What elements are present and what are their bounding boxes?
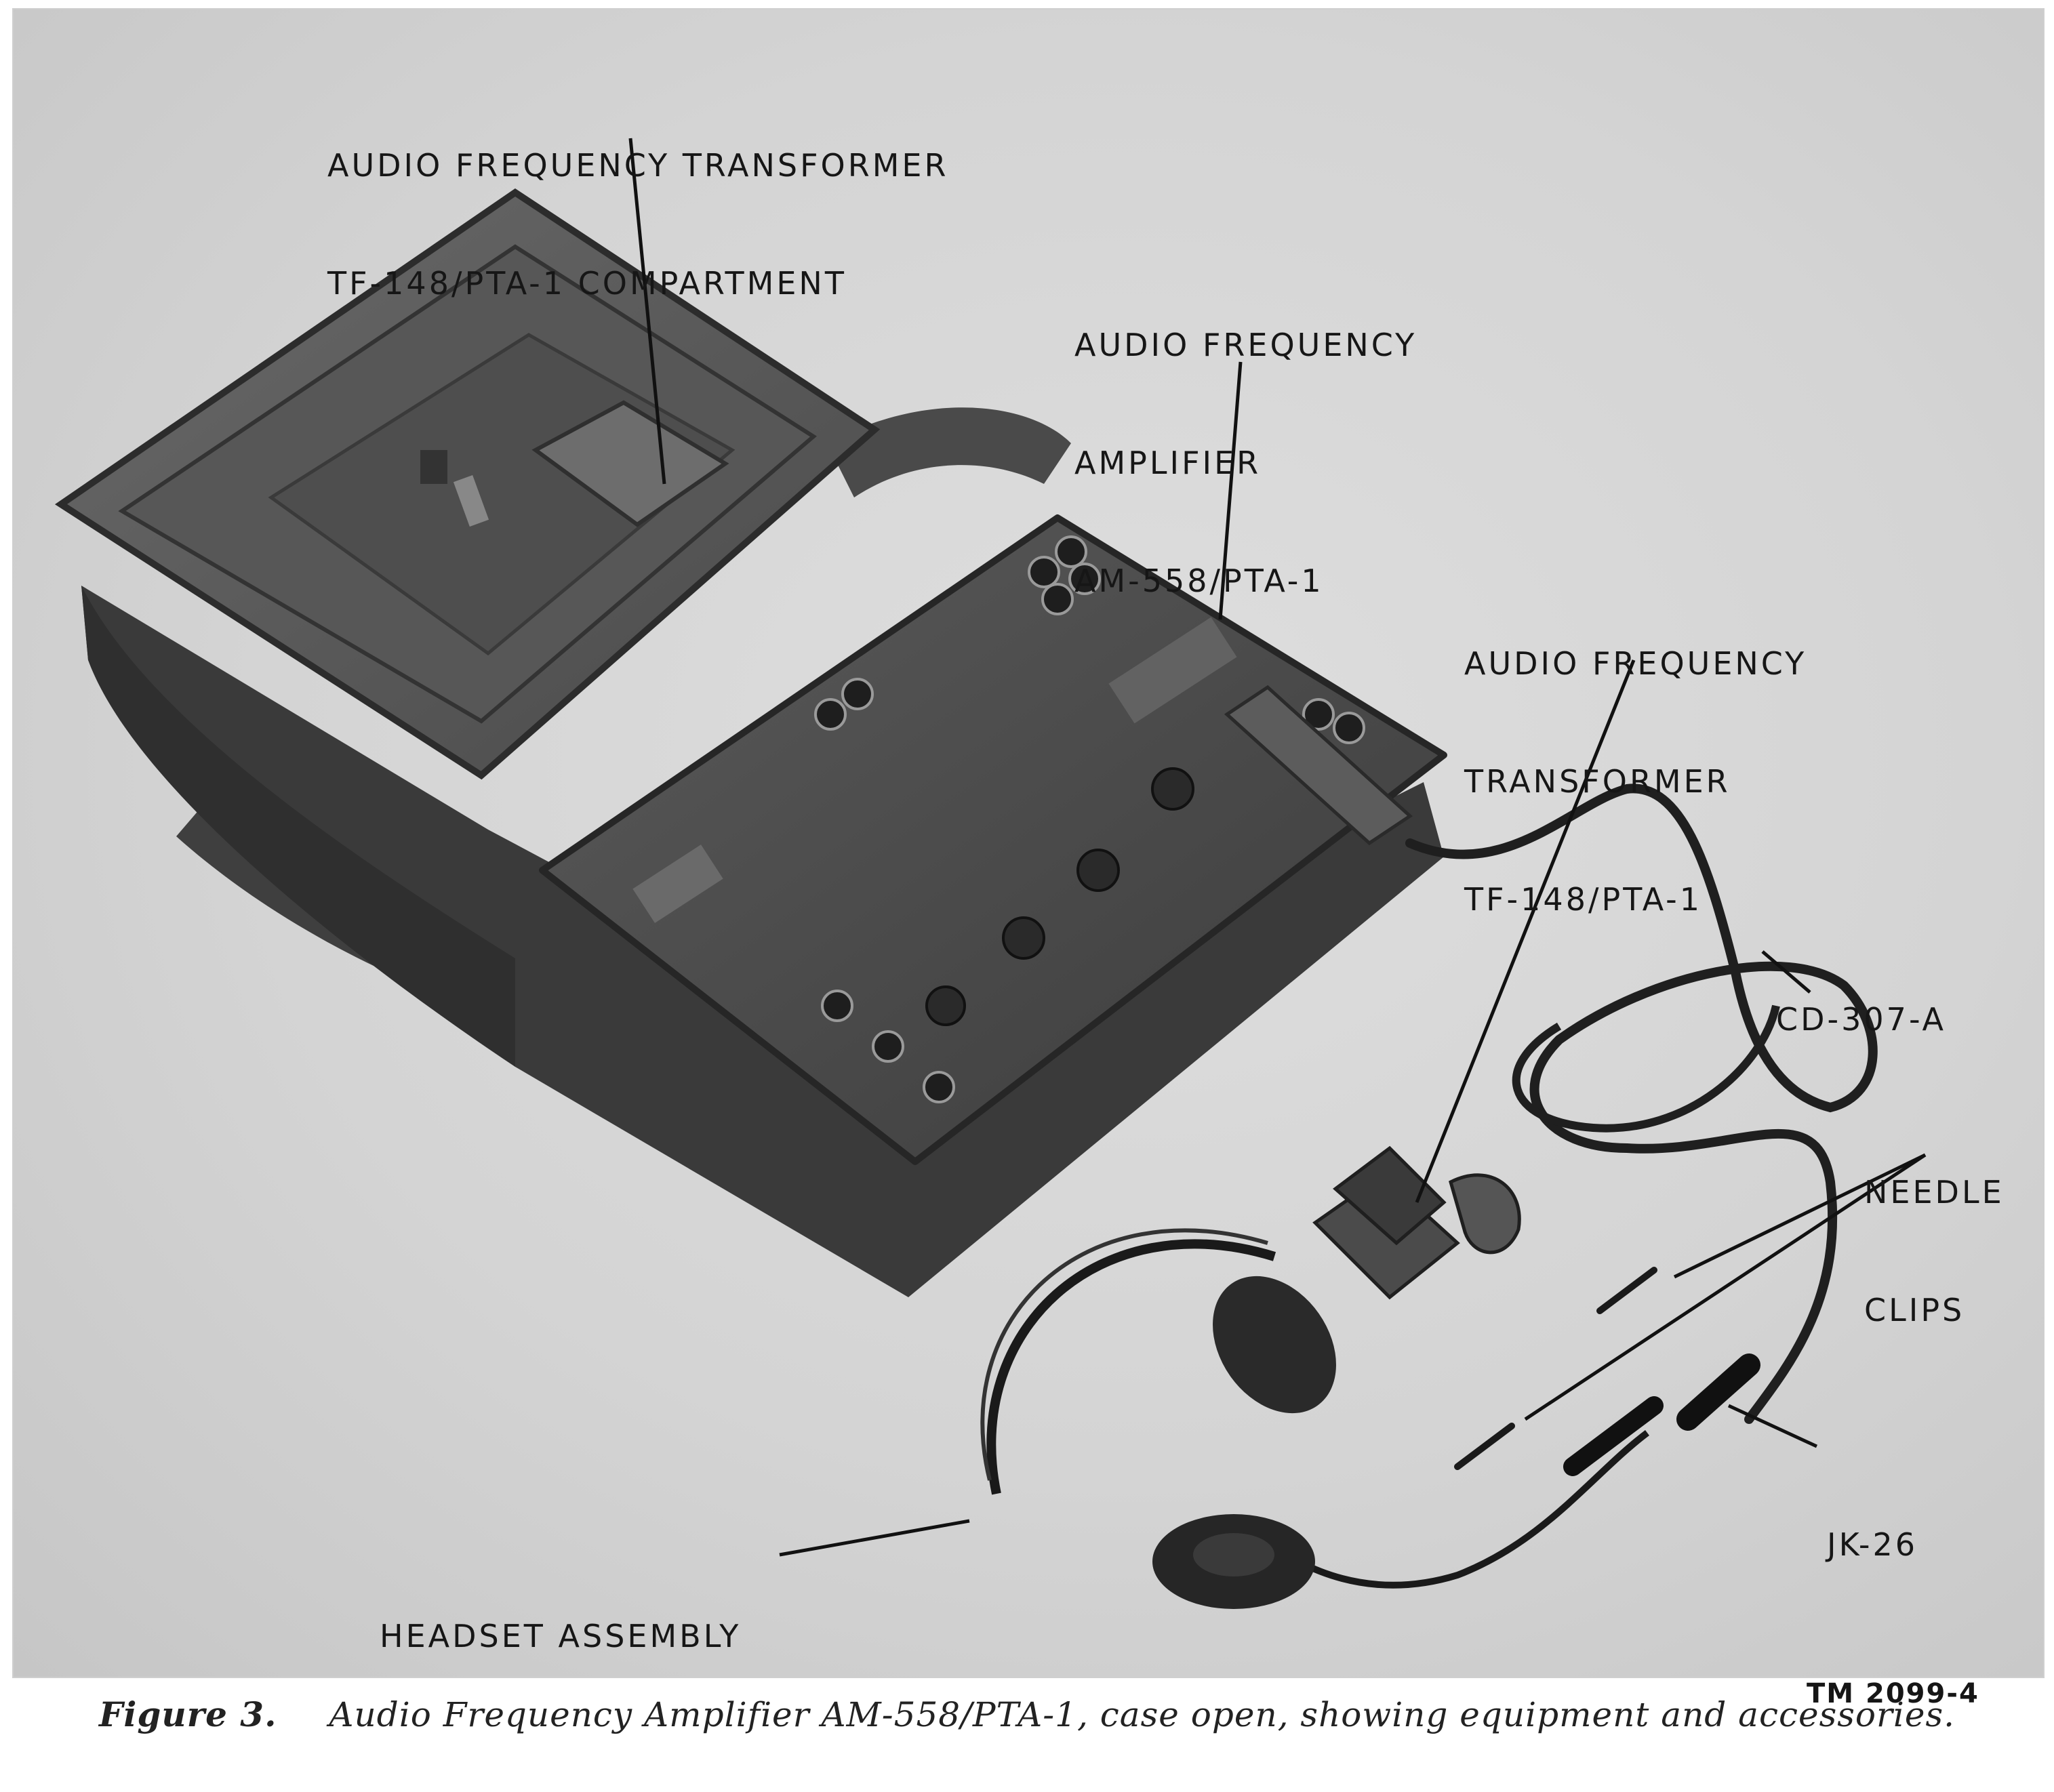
figure-number: Figure 3. <box>98 1694 277 1734</box>
label-headset: HEADSET ASSEMBLY <box>380 1538 741 1734</box>
label-cord: CD-307-A <box>1776 921 1946 1118</box>
label-line: AUDIO FREQUENCY TRANSFORMER <box>327 147 949 184</box>
equipment-illustration <box>54 138 1927 1609</box>
caption-text: Audio Frequency Amplifier AM-558/PTA-1, … <box>329 1695 1956 1734</box>
case-body <box>81 586 1444 1297</box>
label-line: AM-558/PTA-1 <box>1074 563 1324 599</box>
label-jack: JK-26 <box>1827 1446 1918 1643</box>
transformer-tf-148 <box>1312 1145 1521 1300</box>
cable-cd-307-a <box>1405 783 1878 1424</box>
label-line: AMPLIFIER <box>1074 445 1262 481</box>
headset-assembly <box>980 1228 1336 1609</box>
label-line: CLIPS <box>1864 1292 1965 1328</box>
label-line: HEADSET ASSEMBLY <box>380 1618 742 1654</box>
amplifier-panel <box>539 514 1447 1165</box>
label-line: NEEDLE <box>1864 1174 2005 1210</box>
label-needle-clips: NEEDLE CLIPS <box>1864 1094 2005 1408</box>
carrying-strap <box>827 407 1071 497</box>
needle-clips <box>1454 1267 1657 1470</box>
label-transformer-compartment: AUDIO FREQUENCY TRANSFORMER TF-148/PTA-1… <box>327 67 948 382</box>
label-line: AUDIO FREQUENCY <box>1074 327 1417 363</box>
figure-caption: Figure 3. Audio Frequency Amplifier AM-5… <box>0 1694 2054 1734</box>
case-lid <box>54 188 881 780</box>
label-line: TF-148/PTA-1 <box>1464 881 1703 918</box>
label-line: CD-307-A <box>1776 1001 1946 1038</box>
figure-code: TM 2099-4 <box>1807 1595 1979 1792</box>
label-line: TRANSFORMER <box>1464 763 1731 800</box>
jack-jk-26 <box>1676 1353 1760 1431</box>
label-line: JK-26 <box>1827 1526 1918 1563</box>
label-line: AUDIO FREQUENCY <box>1464 645 1807 682</box>
label-line: TM 2099-4 <box>1807 1678 1979 1709</box>
leader-lines <box>628 138 1927 1557</box>
equipment-photo: AUDIO FREQUENCY TRANSFORMER TF-148/PTA-1… <box>12 8 2045 1709</box>
label-amplifier: AUDIO FREQUENCY AMPLIFIER AM-558/PTA-1 <box>1074 247 1417 679</box>
label-line: TF-148/PTA-1 COMPARTMENT <box>327 265 847 302</box>
label-transformer: AUDIO FREQUENCY TRANSFORMER TF-148/PTA-1 <box>1464 565 1807 998</box>
compartment-bracket <box>531 400 729 527</box>
